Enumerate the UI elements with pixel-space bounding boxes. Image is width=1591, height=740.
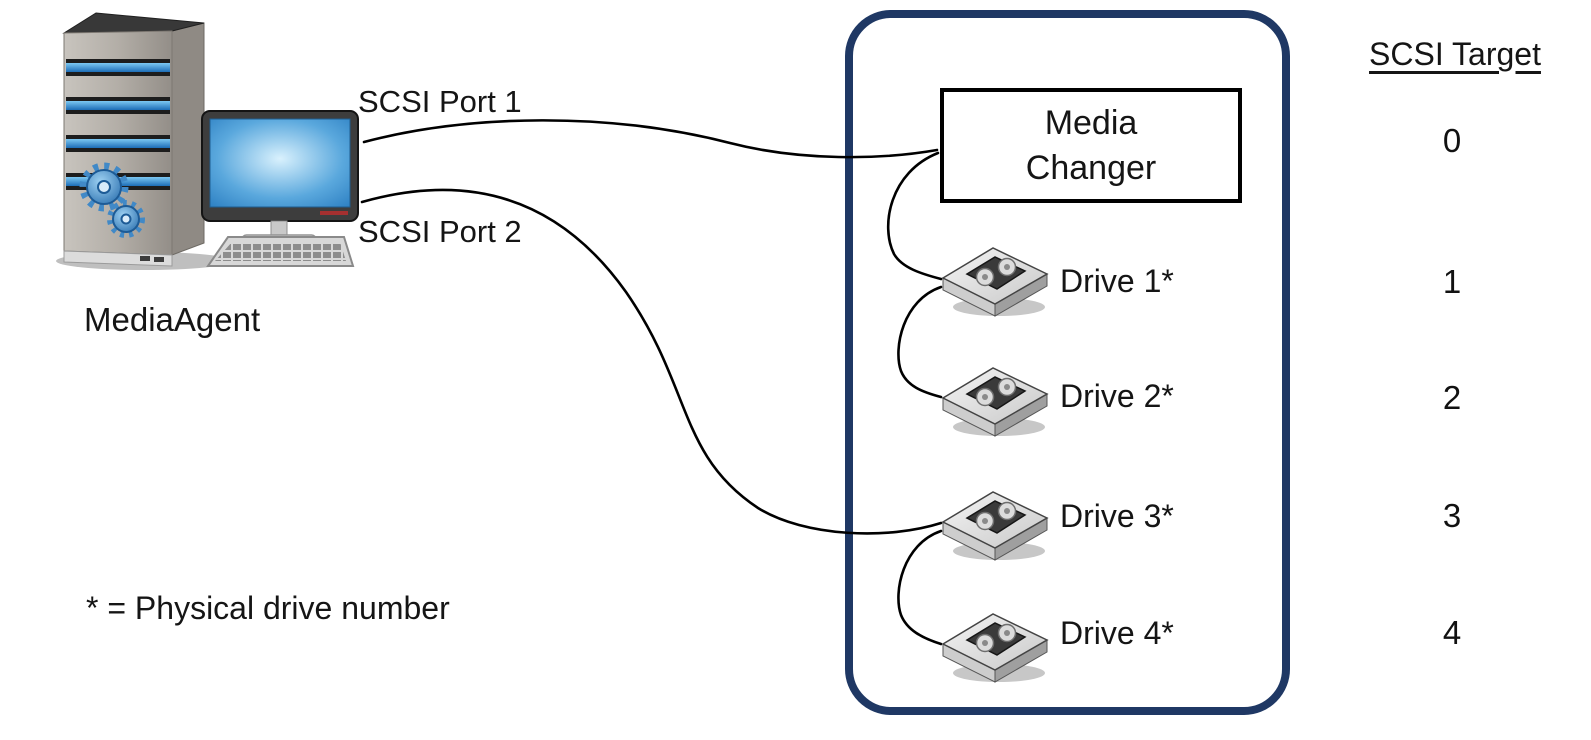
media-agent-label: MediaAgent [84,301,261,338]
scsi-port1-label: SCSI Port 1 [358,84,522,119]
media-agent-computer-icon [56,12,359,270]
scsi-port1-cable [362,119,939,159]
scsi-port2-cable [360,188,943,535]
drive2-label: Drive 2* [1060,378,1174,414]
scsi-target-value-1: 1 [1442,263,1462,300]
scsi-port2-label: SCSI Port 2 [358,214,522,249]
changer-to-drive1-cable [886,151,943,281]
tape-drive-icon [935,352,1055,442]
gears-icon [79,162,145,238]
tape-drive-icon [935,476,1055,566]
tape-drive-icon [935,232,1055,322]
tape-library-box [845,10,1290,715]
media-changer-label: Media Changer [1025,104,1157,187]
drive1-to-drive2-cable [897,285,943,399]
drive1-label: Drive 1* [1060,263,1174,299]
media-changer-box: Media Changer [940,88,1242,203]
scsi-target-header: SCSI Target [1369,36,1541,72]
drive4-label: Drive 4* [1060,615,1174,651]
drive3-label: Drive 3* [1060,498,1174,534]
footnote-label: * = Physical drive number [86,590,450,626]
drive3-to-drive4-cable [897,529,943,646]
tape-drive-icon [935,598,1055,688]
scsi-target-value-3: 3 [1442,497,1462,534]
scsi-target-value-4: 4 [1442,614,1462,651]
scsi-target-value-0: 0 [1442,122,1462,159]
scsi-target-value-2: 2 [1442,379,1462,416]
